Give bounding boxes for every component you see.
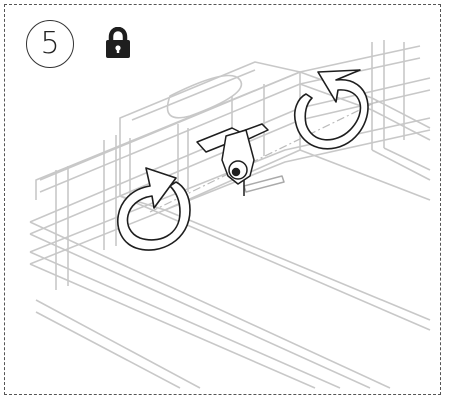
basket-frame (29, 40, 431, 389)
dashed-border (4, 4, 441, 395)
rotation-axis (149, 99, 381, 213)
step-number: 5 (26, 20, 74, 68)
rotate-arrow-icon (293, 69, 369, 150)
lock-icon (106, 27, 130, 58)
locking-clip (196, 123, 285, 196)
step-number-label: 5 (40, 26, 60, 61)
rotate-arrow-icon (117, 167, 191, 251)
